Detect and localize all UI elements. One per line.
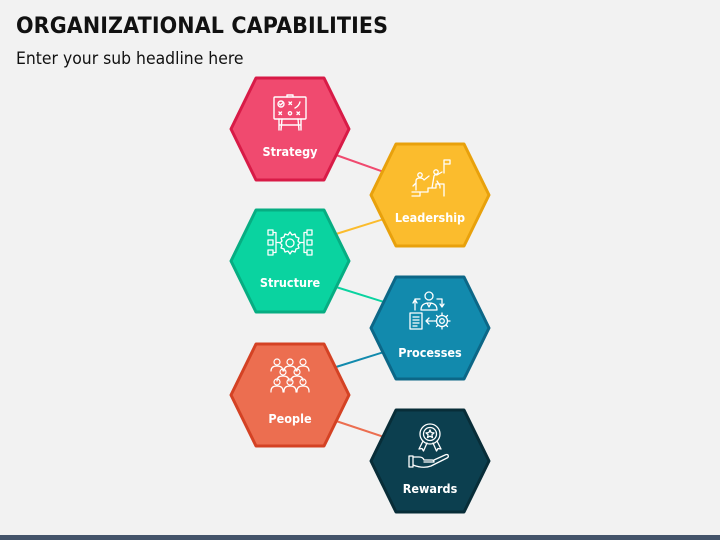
- hex-leadership[interactable]: [369, 142, 491, 248]
- hex-strategy[interactable]: [229, 76, 351, 182]
- connector-leadership-structure: [335, 218, 385, 235]
- hex-processes[interactable]: [369, 275, 491, 381]
- hex-label-strategy: Strategy: [262, 144, 318, 159]
- leadership-climb-icon: [411, 159, 451, 197]
- processes-cycle-icon: [409, 291, 451, 330]
- connector-structure-processes: [335, 286, 385, 303]
- connector-processes-people: [335, 351, 385, 368]
- people-group-icon: [270, 358, 310, 393]
- connectors: [335, 154, 385, 438]
- hex-label-processes: Processes: [398, 345, 462, 360]
- strategy-board-icon: [273, 94, 307, 131]
- connector-people-rewards: [335, 420, 385, 438]
- hex-label-leadership: Leadership: [394, 210, 466, 225]
- hex-rewards[interactable]: [369, 408, 491, 514]
- page-subtitle: Enter your sub headline here: [16, 49, 244, 69]
- structure-gear-icon: [267, 229, 313, 256]
- connector-strategy-leadership: [335, 154, 385, 173]
- hex-people[interactable]: [229, 342, 351, 448]
- hex-structure[interactable]: [229, 208, 351, 314]
- hex-label-rewards: Rewards: [402, 481, 458, 496]
- footer-bar: [0, 535, 720, 540]
- page-title: ORGANIZATIONAL CAPABILITIES: [16, 14, 389, 39]
- hex-label-structure: Structure: [259, 275, 321, 290]
- reward-badge-hand-icon: [408, 423, 449, 468]
- hex-label-people: People: [268, 411, 312, 426]
